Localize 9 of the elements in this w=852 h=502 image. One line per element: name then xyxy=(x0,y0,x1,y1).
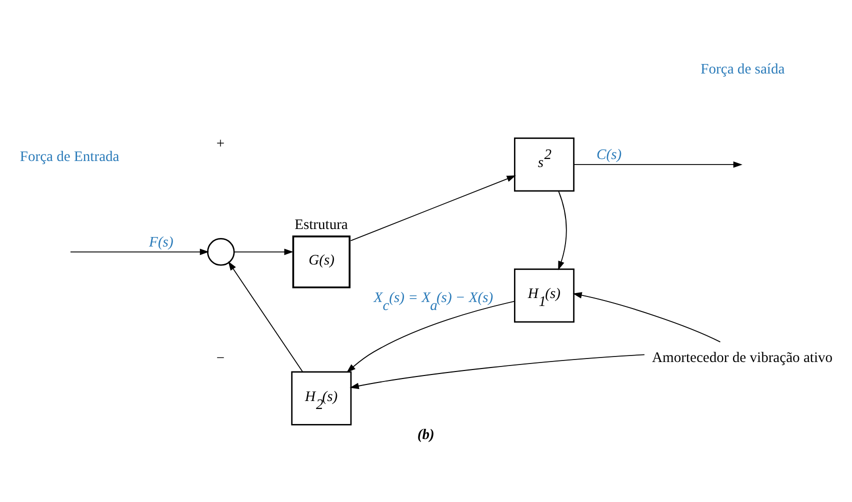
label: − xyxy=(216,350,225,367)
node-text: Amortecedor de vibração ativo xyxy=(652,350,833,366)
edge-label: C(s) xyxy=(596,146,622,163)
label: + xyxy=(216,136,225,152)
node-label: Estrutura xyxy=(294,216,348,233)
edge-label: F(s) xyxy=(149,234,174,250)
label: Força de saída xyxy=(700,61,785,78)
label: Força de Entrada xyxy=(20,148,120,165)
caption: (b) xyxy=(417,427,434,444)
